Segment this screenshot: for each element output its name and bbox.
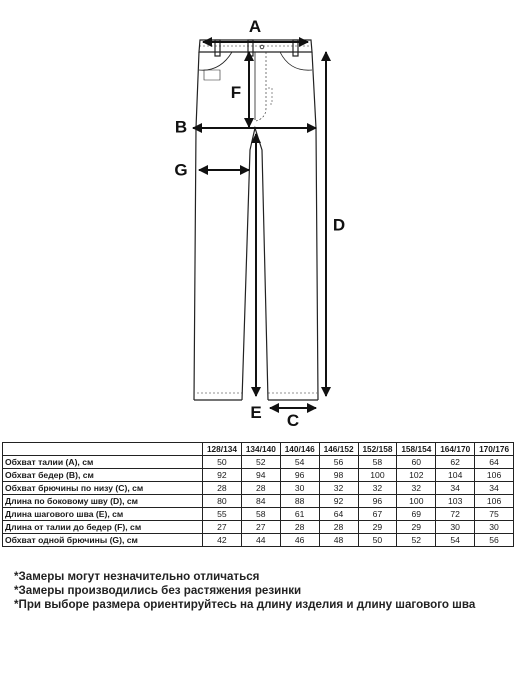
table-cell: 42	[202, 533, 242, 547]
table-cell: 54	[279, 455, 320, 469]
table-cell: 60	[396, 455, 437, 469]
note-choose-size: *При выборе размера ориентируйтесь на дл…	[14, 598, 476, 611]
table-cell: 28	[279, 520, 320, 534]
table-cell: 96	[279, 468, 320, 482]
table-cell: 50	[357, 533, 398, 547]
row-label: Обхват бедер (В), см	[2, 468, 203, 482]
size-notes: *Замеры могут незначительно отличаться *…	[14, 570, 475, 612]
row-label: Обхват одной брючины (G), см	[2, 533, 203, 547]
table-cell: 27	[202, 520, 242, 534]
table-cell: 72	[435, 507, 476, 521]
table-cell: 102	[396, 468, 437, 482]
measurement-letters: A B F G D E C	[174, 17, 345, 430]
table-cell: 58	[240, 507, 281, 521]
label-c: C	[287, 411, 299, 430]
table-cell: 50	[202, 455, 242, 469]
table-cell: 64	[318, 507, 359, 521]
table-cell: 100	[357, 468, 398, 482]
size-column-header: 140/146	[279, 442, 320, 456]
table-cell: 29	[357, 520, 398, 534]
table-cell: 67	[357, 507, 398, 521]
size-column-header: 134/140	[240, 442, 281, 456]
table-cell: 34	[474, 481, 514, 495]
label-d: D	[333, 215, 345, 234]
table-cell: 106	[474, 494, 514, 508]
table-cell: 34	[435, 481, 476, 495]
table-cell: 94	[240, 468, 281, 482]
size-column-header: 170/176	[474, 442, 514, 456]
table-cell: 104	[435, 468, 476, 482]
row-label: Длина от талии до бедер (F), см	[2, 520, 203, 534]
label-b: B	[175, 117, 187, 136]
size-column-header: 164/170	[435, 442, 476, 456]
row-label: Длина по боковому шву (D), см	[2, 494, 203, 508]
table-cell: 30	[279, 481, 320, 495]
table-cell: 52	[240, 455, 281, 469]
table-cell: 64	[474, 455, 514, 469]
table-cell: 54	[435, 533, 476, 547]
table-cell: 32	[396, 481, 437, 495]
table-cell: 46	[279, 533, 320, 547]
pants-measurement-diagram: A B F G D E C	[174, 17, 345, 430]
table-cell: 92	[318, 494, 359, 508]
table-cell: 103	[435, 494, 476, 508]
table-cell: 96	[357, 494, 398, 508]
table-corner-cell	[2, 442, 203, 456]
table-cell: 98	[318, 468, 359, 482]
label-f: F	[231, 83, 241, 102]
table-cell: 55	[202, 507, 242, 521]
label-a: A	[249, 17, 261, 36]
table-cell: 30	[435, 520, 476, 534]
table-cell: 58	[357, 455, 398, 469]
table-cell: 30	[474, 520, 514, 534]
table-cell: 88	[279, 494, 320, 508]
size-column-header: 158/154	[396, 442, 437, 456]
table-cell: 92	[202, 468, 242, 482]
table-cell: 48	[318, 533, 359, 547]
table-cell: 56	[474, 533, 514, 547]
note-approximate: *Замеры могут незначительно отличаться	[14, 570, 260, 583]
table-cell: 80	[202, 494, 242, 508]
table-cell: 106	[474, 468, 514, 482]
table-cell: 69	[396, 507, 437, 521]
table-cell: 62	[435, 455, 476, 469]
table-cell: 28	[202, 481, 242, 495]
size-column-header: 128/134	[202, 442, 242, 456]
table-cell: 61	[279, 507, 320, 521]
row-label: Обхват талии (А), см	[2, 455, 203, 469]
measurement-arrows	[192, 37, 331, 413]
size-column-header: 152/158	[357, 442, 398, 456]
table-cell: 84	[240, 494, 281, 508]
table-cell: 100	[396, 494, 437, 508]
table-cell: 28	[318, 520, 359, 534]
table-cell: 32	[357, 481, 398, 495]
table-cell: 44	[240, 533, 281, 547]
label-e: E	[250, 403, 261, 422]
table-cell: 29	[396, 520, 437, 534]
table-cell: 32	[318, 481, 359, 495]
table-cell: 75	[474, 507, 514, 521]
size-column-header: 146/152	[318, 442, 359, 456]
table-cell: 28	[240, 481, 281, 495]
table-cell: 27	[240, 520, 281, 534]
table-cell: 56	[318, 455, 359, 469]
table-cell: 52	[396, 533, 437, 547]
label-g: G	[174, 160, 187, 179]
note-no-stretch: *Замеры производились без растяжения рез…	[14, 584, 302, 597]
row-label: Длина шагового шва (Е), см	[2, 507, 203, 521]
row-label: Обхват брючины по низу (С), см	[2, 481, 203, 495]
